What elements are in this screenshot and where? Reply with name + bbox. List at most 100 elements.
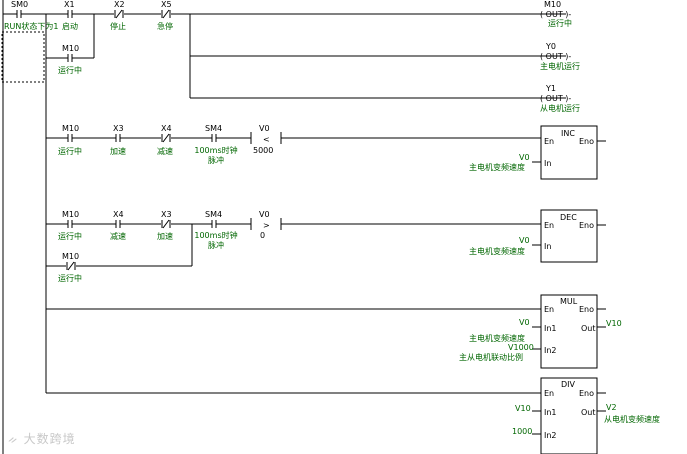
contact-x3[interactable]: X3 加速 — [110, 124, 126, 156]
block-out-value: V2 — [606, 403, 617, 412]
block-in1-comment: 主电机变频速度 — [469, 333, 525, 343]
contact-m10-hold[interactable]: M10 运行中 — [58, 44, 82, 75]
block-out: Out — [581, 324, 596, 333]
block-in1: In1 — [544, 324, 557, 333]
function-block-div[interactable]: DIV En Eno In1 Out In2 V10 1000 V2 从电机变频… — [512, 377, 660, 454]
compare-op: < — [263, 135, 270, 144]
block-en: En — [544, 221, 554, 230]
block-name: DEC — [560, 213, 577, 222]
coil-addr: Y0 — [545, 42, 556, 51]
function-block-dec[interactable]: DEC En Eno In V0 主电机变频速度 — [469, 209, 606, 263]
function-block-inc[interactable]: INC En Eno In V0 主电机变频速度 — [469, 125, 606, 180]
block-in-comment: 主电机变频速度 — [469, 246, 525, 256]
block-eno: Eno — [579, 305, 594, 314]
contact-addr: X2 — [114, 0, 125, 9]
rung-1: SM0 RUN状态下为1 X1 启动 X2 停止 X5 急停 — [1, 0, 580, 113]
contact-comment: 停止 — [110, 21, 126, 31]
contact-addr: X3 — [161, 210, 172, 219]
compare-op2: 5000 — [253, 146, 273, 155]
coil-y0[interactable]: Y0 ( OUT )- 主电机运行 — [540, 42, 580, 71]
compare-v0-gt-0[interactable]: V0 > 0 — [250, 210, 282, 240]
block-in1: In1 — [544, 408, 557, 417]
block-name: MUL — [560, 297, 578, 306]
contact-addr: M10 — [62, 210, 79, 219]
compare-op1: V0 — [259, 210, 270, 219]
watermark-icon: ᨀ — [8, 432, 24, 446]
block-eno: Eno — [579, 389, 594, 398]
contact-addr: M10 — [62, 124, 79, 133]
watermark: ᨀ 大数跨境 — [8, 430, 76, 447]
contact-comment: 加速 — [110, 146, 126, 156]
coil-type: ( OUT )- — [540, 52, 571, 61]
contact-addr: M10 — [62, 252, 79, 261]
coil-comment: 从电机运行 — [540, 103, 580, 113]
rung-3: M10 运行中 X4 减速 X3 加速 SM4 100ms时钟脉冲 — [46, 209, 606, 283]
contact-m10[interactable]: M10 运行中 — [58, 124, 82, 156]
contact-comment: 运行中 — [58, 65, 82, 75]
block-in1-value: V0 — [519, 318, 530, 327]
coil-y1[interactable]: Y1 ( OUT )- 从电机运行 — [540, 84, 580, 113]
block-in-comment: 主电机变频速度 — [469, 162, 525, 172]
contact-m10-nc[interactable]: M10 运行中 — [58, 252, 82, 283]
block-out: Out — [581, 408, 596, 417]
block-in2-value: V1000 — [508, 343, 534, 352]
contact-addr: SM0 — [11, 0, 28, 9]
coil-m10[interactable]: M10 ( OUT )- 运行中 — [540, 0, 572, 28]
compare-op2: 0 — [260, 231, 265, 240]
block-in2-value: 1000 — [512, 427, 532, 436]
contact-x5[interactable]: X5 急停 — [157, 0, 173, 31]
block-eno: Eno — [579, 137, 594, 146]
block-in-value: V0 — [519, 236, 530, 245]
contact-addr: X5 — [161, 0, 172, 9]
block-name: INC — [561, 129, 575, 138]
contact-x4-nc[interactable]: X4 减速 — [157, 124, 173, 156]
function-block-mul[interactable]: MUL En Eno In1 Out In2 V0 主电机变频速度 V1000 … — [459, 294, 622, 369]
coil-type: ( OUT )- — [540, 10, 571, 19]
contact-addr: X1 — [64, 0, 75, 9]
contact-x4[interactable]: X4 减速 — [110, 210, 126, 241]
contact-sm4[interactable]: SM4 100ms时钟脉冲 — [192, 124, 240, 170]
contact-comment: 运行中 — [58, 273, 82, 283]
contact-sm4[interactable]: SM4 100ms时钟脉冲 — [192, 210, 240, 255]
compare-op: > — [263, 221, 270, 230]
block-in1-value: V10 — [515, 404, 531, 413]
block-en: En — [544, 137, 554, 146]
rung-4: MUL En Eno In1 Out In2 V0 主电机变频速度 V1000 … — [46, 294, 622, 369]
contact-addr: SM4 — [205, 124, 222, 133]
contact-comment: 减速 — [157, 146, 173, 156]
contact-x1[interactable]: X1 启动 — [62, 0, 78, 31]
contact-addr: X3 — [113, 124, 124, 133]
block-out-value: V10 — [606, 319, 622, 328]
contact-addr: X4 — [113, 210, 124, 219]
contact-m10[interactable]: M10 运行中 — [58, 210, 82, 241]
coil-addr: M10 — [544, 0, 561, 9]
contact-comment: 减速 — [110, 231, 126, 241]
block-in2-comment: 主从电机联动比例 — [459, 352, 523, 362]
contact-sm0[interactable]: SM0 RUN状态下为1 — [1, 0, 59, 83]
contact-addr: M10 — [62, 44, 79, 53]
compare-op1: V0 — [259, 124, 270, 133]
block-en: En — [544, 305, 554, 314]
contact-x2[interactable]: X2 停止 — [110, 0, 126, 31]
contact-comment: 加速 — [157, 231, 173, 241]
compare-v0-lt-5000[interactable]: V0 < 5000 — [250, 124, 282, 155]
contact-x3-nc[interactable]: X3 加速 — [157, 210, 173, 241]
contact-comment: 100ms时钟脉冲 — [194, 146, 238, 165]
contact-comment: 启动 — [62, 21, 78, 31]
block-in2: In2 — [544, 346, 557, 355]
coil-comment: 主电机运行 — [540, 61, 580, 71]
contact-comment: 运行中 — [58, 231, 82, 241]
contact-addr: SM4 — [205, 210, 222, 219]
block-eno: Eno — [579, 221, 594, 230]
block-in-value: V0 — [519, 153, 530, 162]
watermark-text: 大数跨境 — [23, 432, 76, 446]
contact-addr: X4 — [161, 124, 172, 133]
block-out-comment: 从电机变频速度 — [604, 414, 660, 424]
contact-comment: RUN状态下为1 — [4, 21, 59, 31]
block-in: In — [544, 242, 551, 251]
coil-comment: 运行中 — [548, 18, 572, 28]
rung-5: DIV En Eno In1 Out In2 V10 1000 V2 从电机变频… — [46, 377, 660, 454]
coil-type: ( OUT )- — [540, 94, 571, 103]
